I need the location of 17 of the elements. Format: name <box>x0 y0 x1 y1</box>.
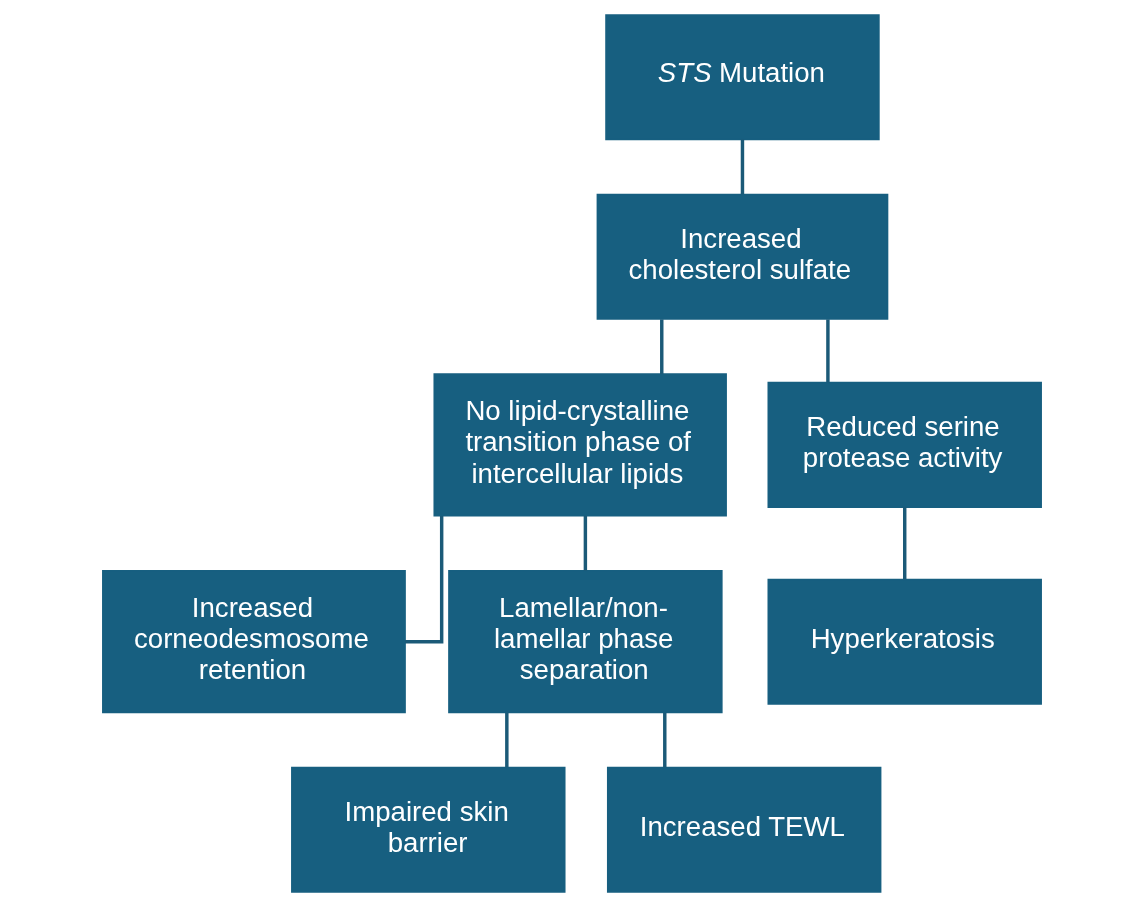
connector <box>826 319 830 383</box>
connector <box>663 712 667 768</box>
node-box: Lamellar/non-lamellar phase separation <box>448 570 723 714</box>
connector <box>903 507 907 580</box>
node-box: STS Mutation <box>605 14 880 141</box>
connector <box>405 515 444 644</box>
node-box: Increased TEWL <box>606 766 882 893</box>
connector <box>583 515 588 571</box>
node-box: Increased cholesterol sulfate <box>596 193 889 320</box>
node-box: Impaired skin barrier <box>291 766 566 893</box>
node-box: Reduced serine protease activity <box>767 381 1042 508</box>
node-box: Increased corneodesmosome retention <box>102 570 406 714</box>
node-box: Hyperkeratosis <box>767 578 1042 705</box>
node-box: No lipid-crystalline transition phase of intercellular lipids <box>433 373 727 517</box>
connector <box>660 319 664 375</box>
connector <box>740 139 745 195</box>
connector <box>505 712 509 768</box>
